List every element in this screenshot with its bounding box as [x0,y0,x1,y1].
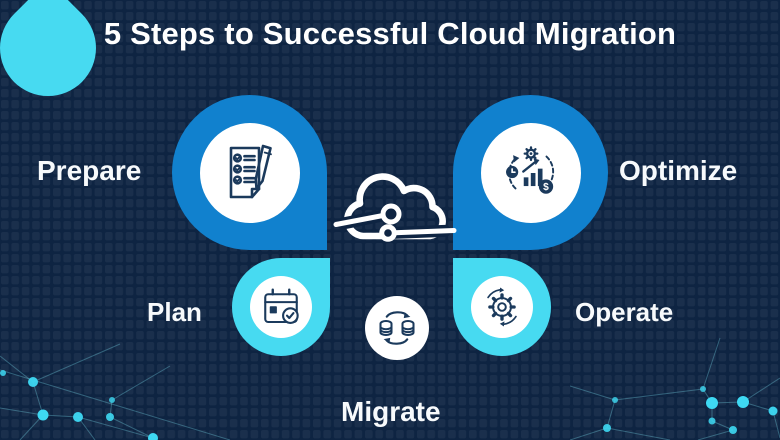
checklist-pen-icon [229,144,272,198]
step-icon-circle-optimize: $ [480,122,581,223]
step-blob-optimize: $ [453,95,608,250]
constellation-network-right [570,337,780,440]
step-icon-circle-prepare [199,122,300,223]
step-label-operate: Operate [575,297,674,327]
step-blob-prepare [172,95,327,250]
step-label-prepare: Prepare [37,155,142,186]
calendar-check-icon [264,288,299,324]
database-sync-icon [379,311,415,345]
cloud-network-icon [333,173,457,242]
svg-text:$: $ [543,182,549,193]
step-icon-circle-plan [250,276,312,338]
gear-sync-icon [487,287,517,327]
step-label-optimize: Optimize [619,155,738,186]
step-icon-circle-operate [471,276,533,338]
constellation-network-left [0,343,230,440]
step-icon-circle-migrate [365,296,429,360]
step-label-migrate: Migrate [341,396,441,427]
performance-money-icon: $ [505,145,554,194]
step-blob-operate [453,258,551,356]
page-title: 5 Steps to Successful Cloud Migration [103,16,677,51]
step-blob-plan [232,258,330,356]
step-label-plan: Plan [147,297,202,327]
